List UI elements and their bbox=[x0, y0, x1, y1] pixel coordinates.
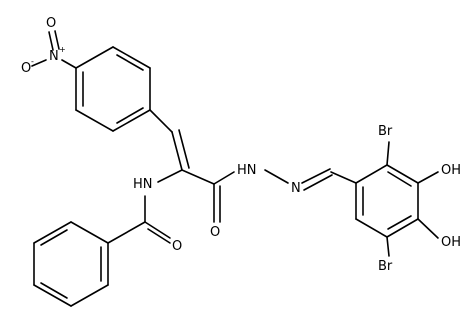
nitro-o-minus-label: O bbox=[21, 61, 31, 76]
br-bottom-label: Br bbox=[378, 259, 393, 274]
amide-nh-label: HN bbox=[133, 177, 153, 192]
hydrazide-group: O HN N bbox=[181, 163, 357, 240]
oh-bottom-label: OH bbox=[441, 235, 461, 250]
oh-top-label: OH bbox=[441, 163, 461, 178]
nitro-o-double-label: O bbox=[46, 16, 56, 31]
vinyl-linker bbox=[149, 109, 190, 171]
nitro-group: O N + O - bbox=[21, 16, 77, 76]
nitrophenyl-ring bbox=[75, 46, 151, 132]
amide-o-label: O bbox=[172, 239, 182, 254]
nitro-n-charge: + bbox=[59, 45, 66, 54]
br-top-label: Br bbox=[378, 124, 393, 139]
benzamide-group: HN O bbox=[107, 169, 183, 254]
hydrazide-nh-label: HN bbox=[237, 163, 257, 178]
carbonyl-o-label: O bbox=[210, 225, 220, 240]
nitro-o-minus-charge: - bbox=[31, 57, 34, 66]
phenyl-ring bbox=[33, 221, 109, 307]
nitro-n-label: N bbox=[49, 49, 59, 64]
imine-n-label: N bbox=[291, 181, 301, 196]
dibromo-catechol-ring bbox=[355, 164, 419, 238]
ring-substituents: Br OH OH Br bbox=[378, 124, 461, 274]
